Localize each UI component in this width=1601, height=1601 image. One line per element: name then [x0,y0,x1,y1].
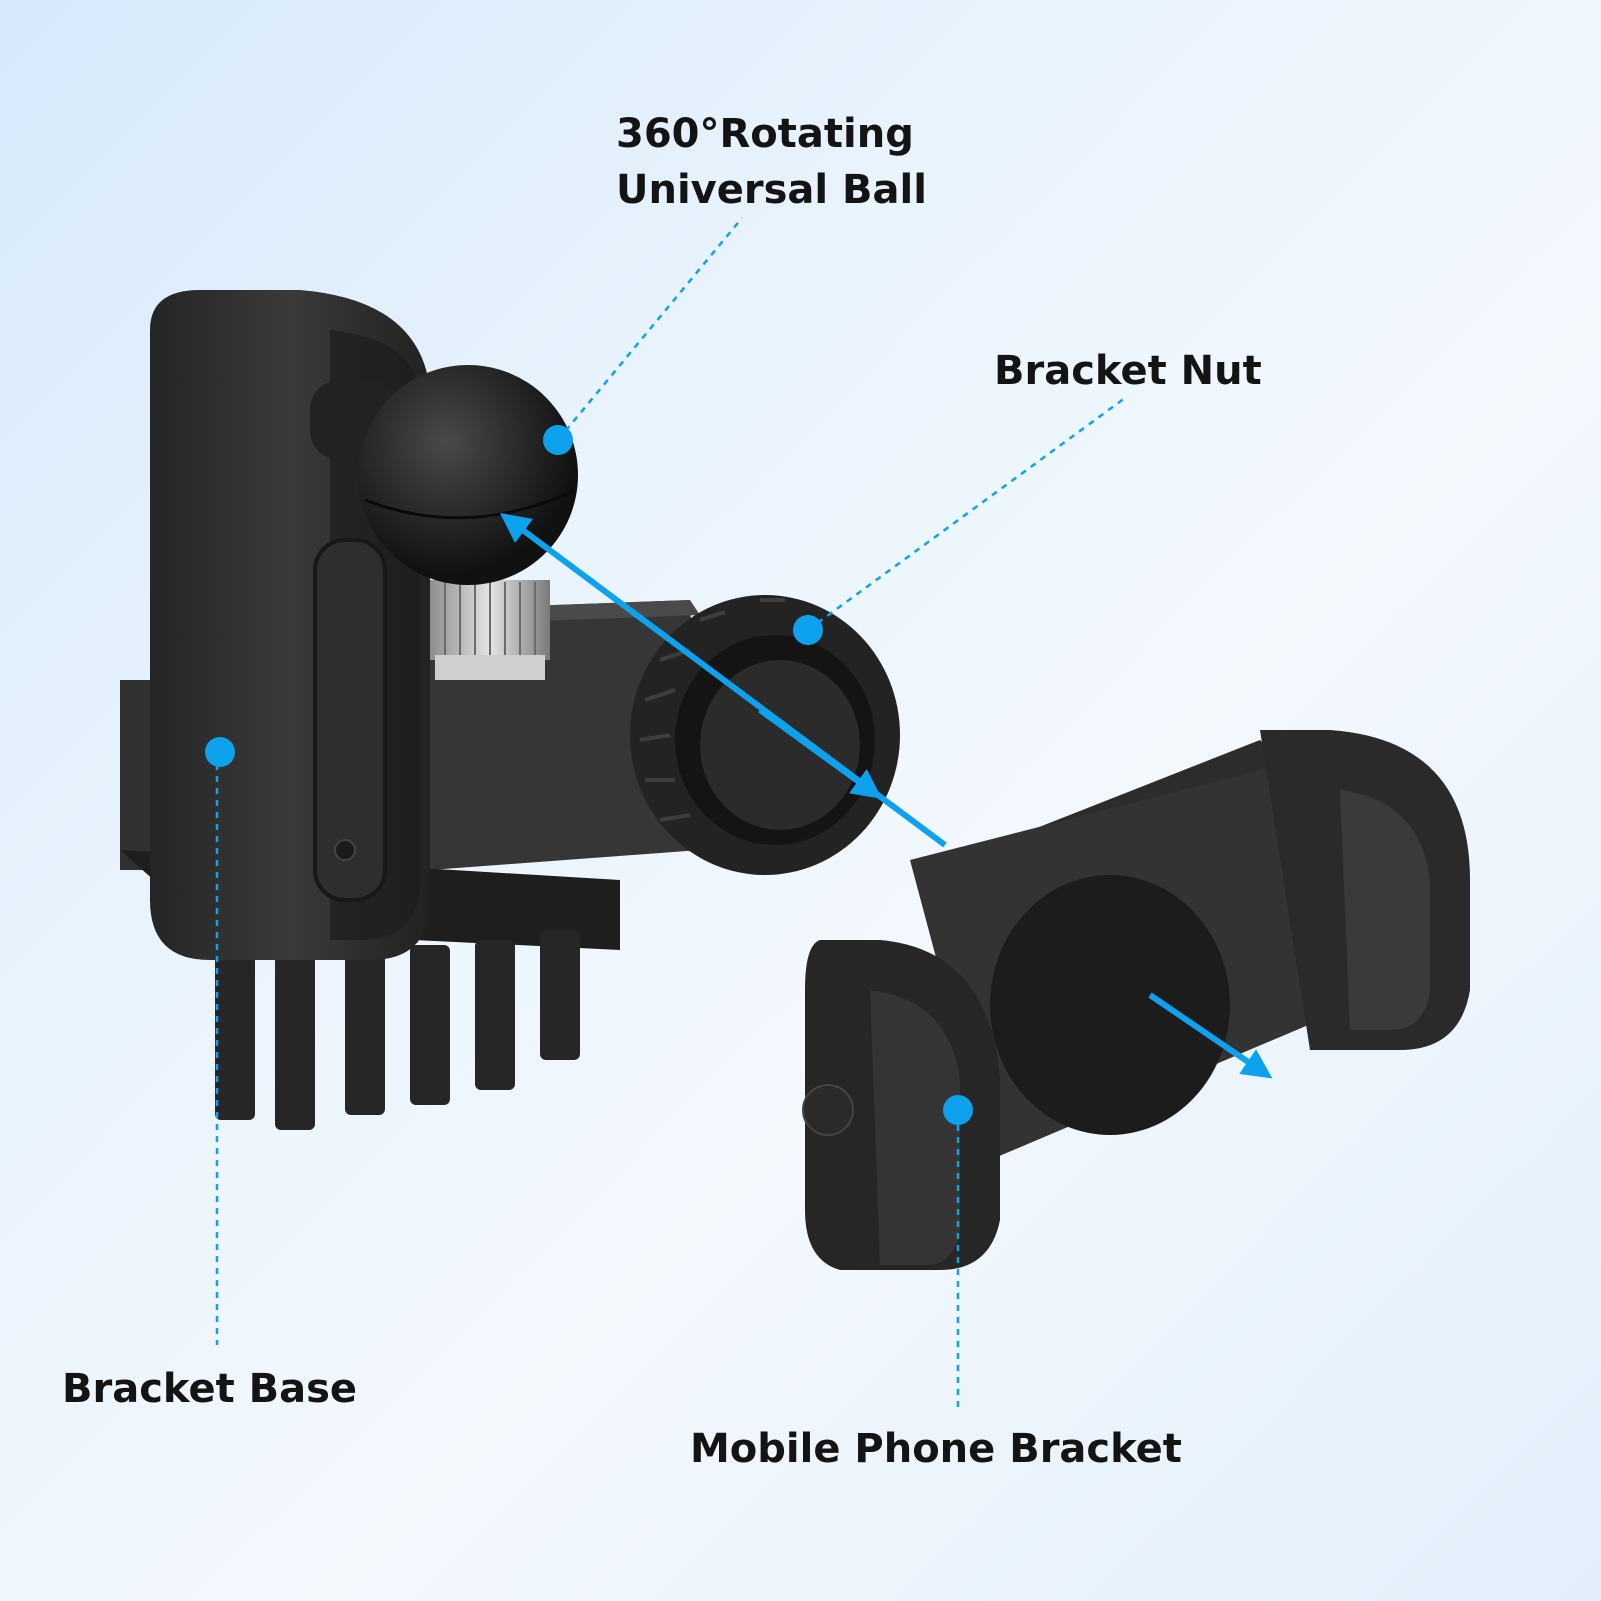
bracket-nut [630,595,900,875]
label-mobile-phone-bracket: Mobile Phone Bracket [690,1426,1182,1472]
arrow-nut-through [758,707,883,799]
callout-dots [205,425,973,1125]
dot-phone [943,1095,973,1125]
label-bracket-base: Bracket Base [62,1366,358,1412]
label-universal-ball: 360°Rotating Universal Ball [616,106,927,218]
mobile-phone-bracket [802,730,1470,1270]
assembly-arrows [499,513,1273,1079]
knurled-screw [430,580,550,680]
dot-ball [543,425,573,455]
label-universal-ball-line2: Universal Ball [616,167,927,213]
dot-base [205,737,235,767]
label-universal-ball-line1: 360°Rotating [616,111,914,157]
callout-leaders [215,217,1126,1408]
arrow-phone-out [1148,992,1273,1079]
dot-nut [793,615,823,645]
label-bracket-nut: Bracket Nut [994,348,1262,394]
